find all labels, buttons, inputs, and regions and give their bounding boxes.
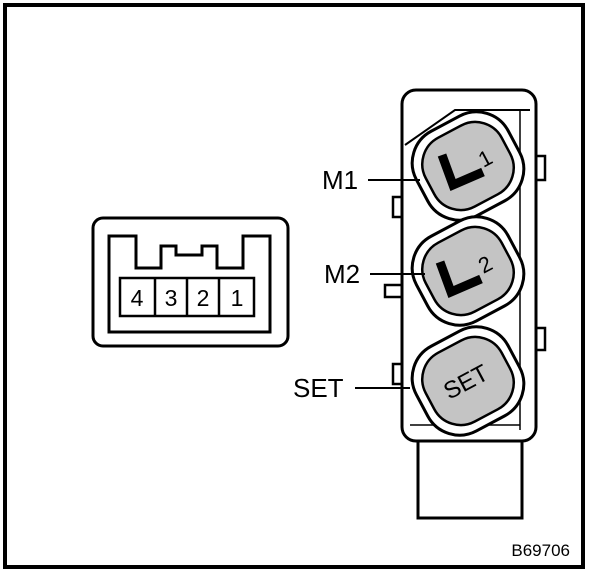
pin-label: 2 (197, 285, 210, 311)
seat-icon (435, 260, 483, 299)
m1-button[interactable]: 1 (400, 99, 537, 233)
memory-switch: 1 2 SET (383, 88, 547, 520)
m1-callout-label: M1 (322, 165, 358, 195)
callouts: M1 M2 SET (293, 165, 425, 403)
pin-label: 3 (165, 285, 178, 311)
m2-button[interactable]: 2 (400, 204, 537, 338)
pin-label: 4 (131, 285, 144, 311)
side-tab (383, 283, 405, 299)
figure-id: B69706 (511, 541, 570, 560)
seat-icon (437, 153, 485, 192)
m2-callout-label: M2 (324, 259, 360, 289)
pin-label: 1 (231, 285, 244, 311)
set-button[interactable]: SET (400, 314, 537, 448)
connector: 4 3 2 1 (91, 216, 290, 348)
set-callout-label: SET (293, 373, 344, 403)
switch-plug (416, 436, 524, 520)
